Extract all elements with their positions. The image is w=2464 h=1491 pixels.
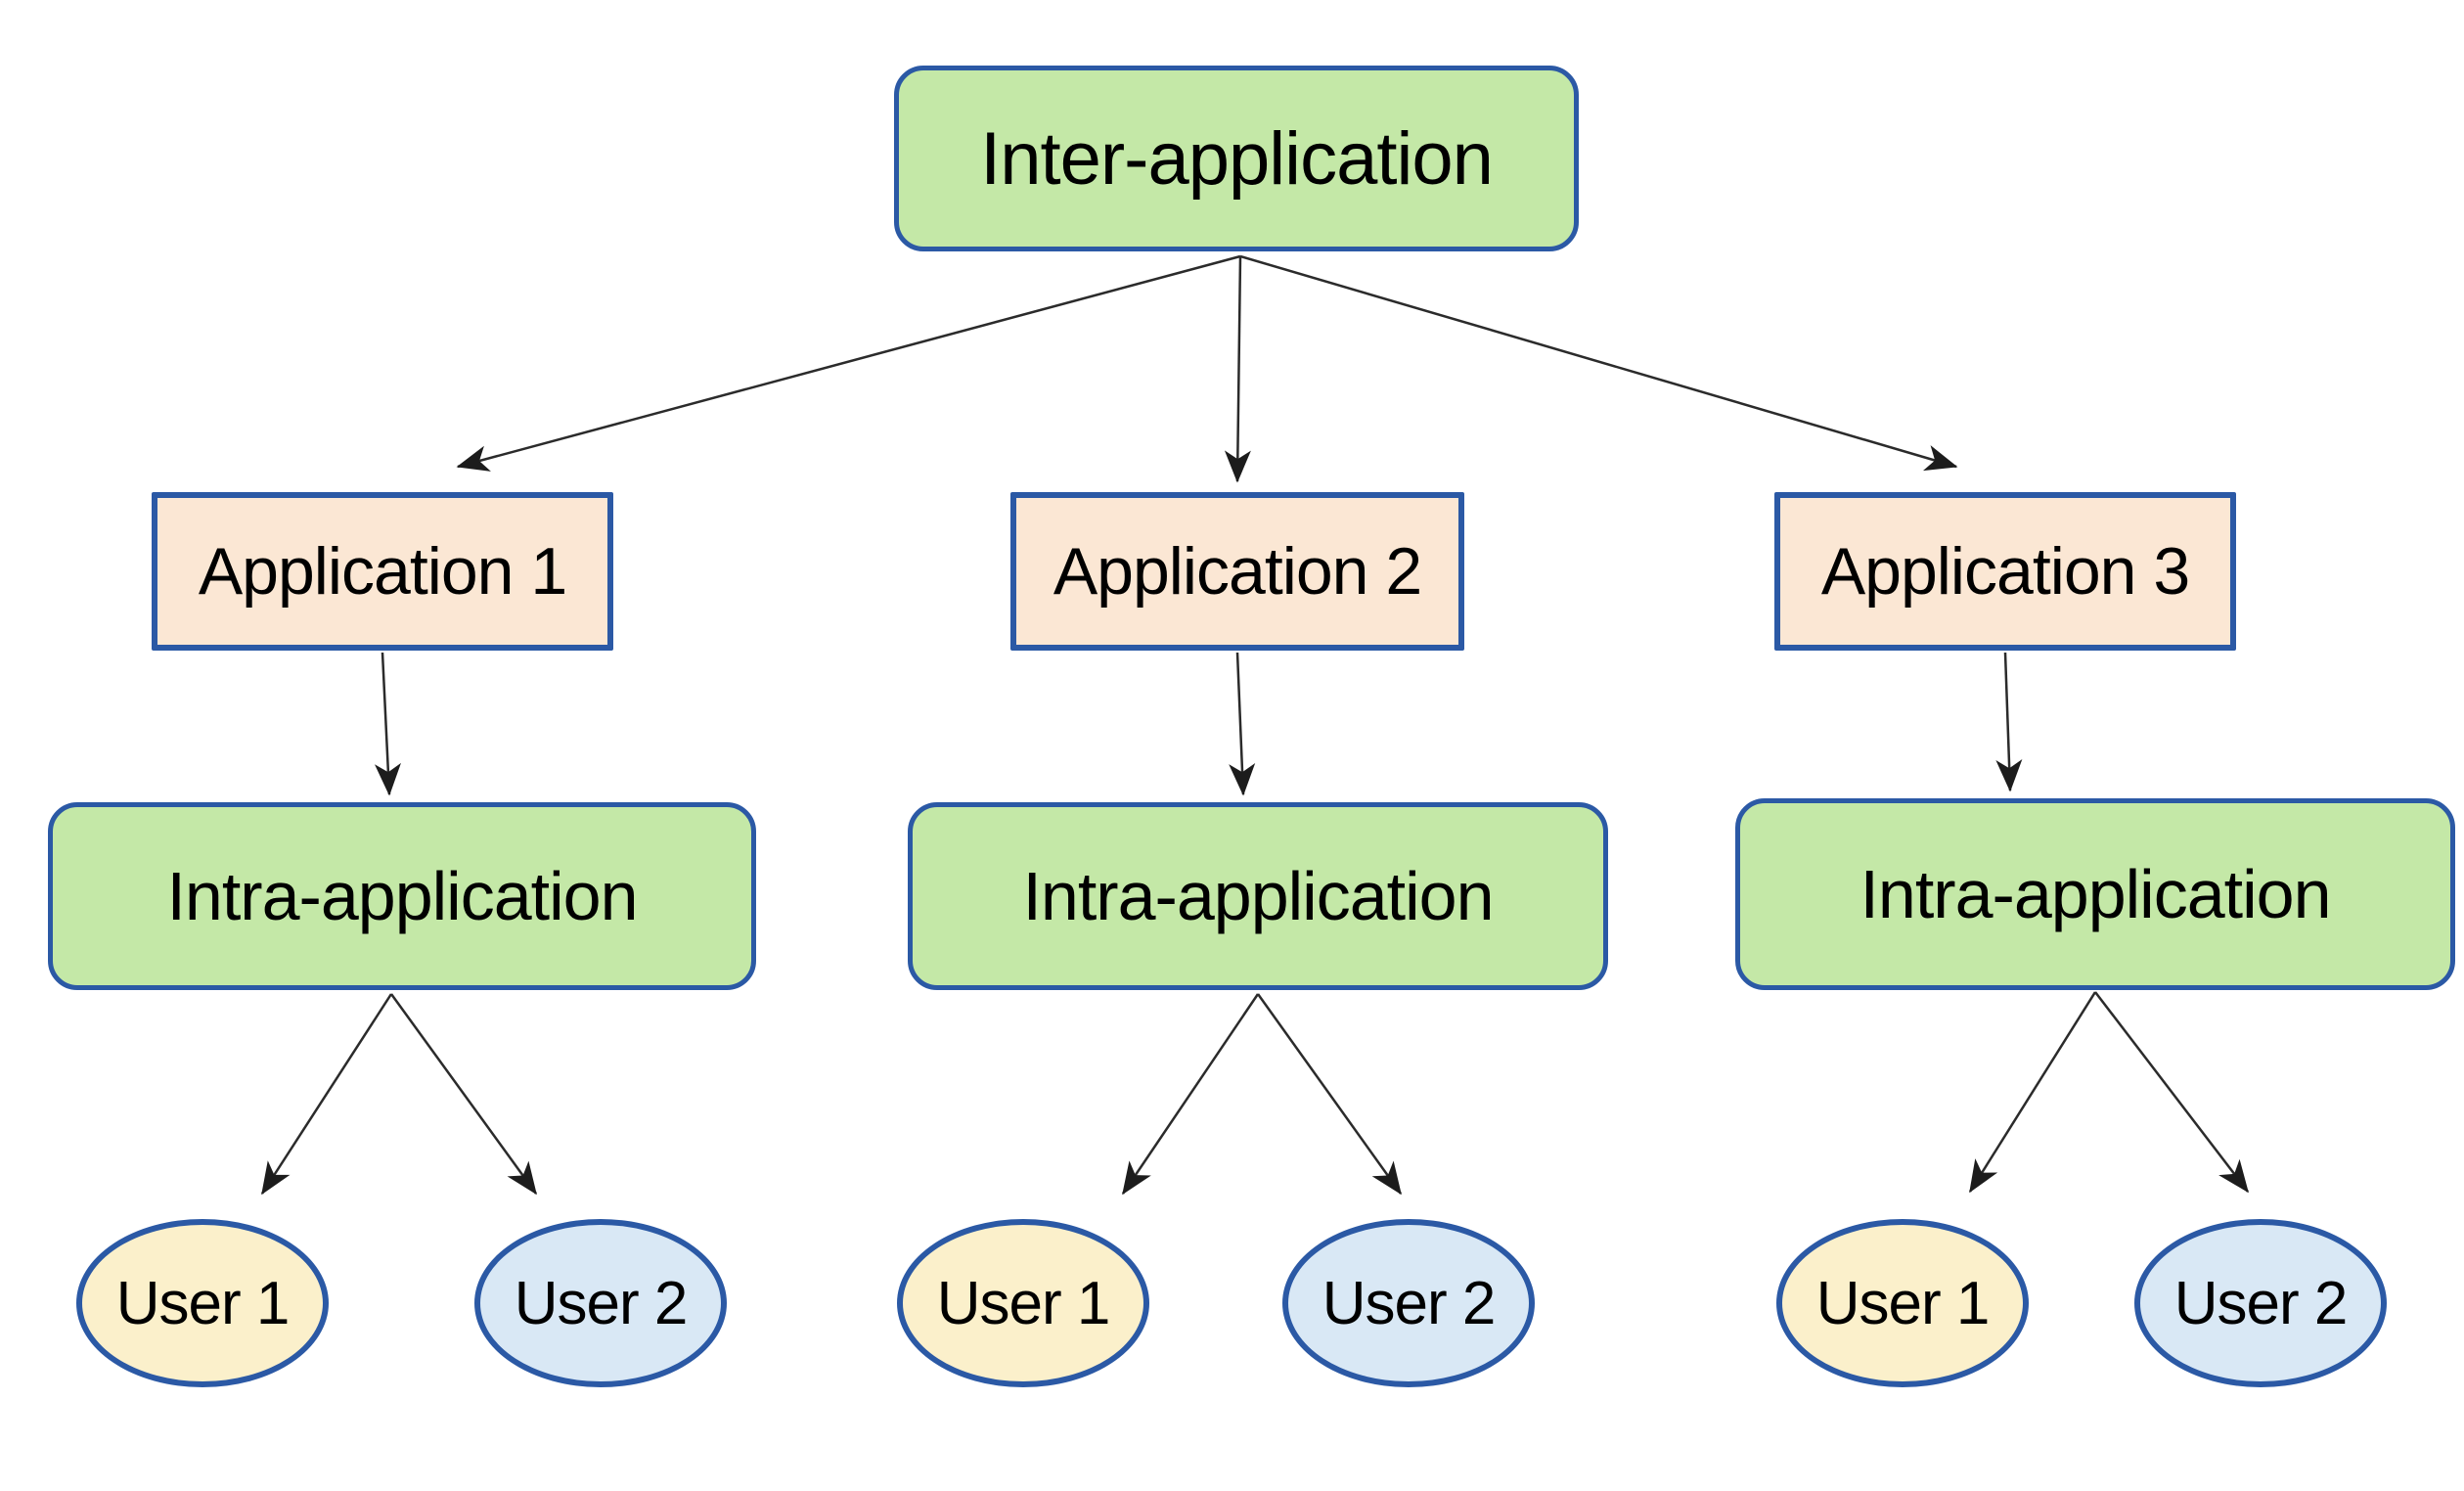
arrow-intra-3-to-user-1 xyxy=(1968,991,2097,1194)
node-user-2-col-2: User 2 xyxy=(1282,1219,1535,1387)
node-intra-application-2: Intra-application xyxy=(908,802,1608,990)
arrow-inter-to-app-1 xyxy=(456,254,1241,472)
node-inter-application: Inter-application xyxy=(894,66,1579,251)
node-application-3: Application 3 xyxy=(1774,492,2236,651)
node-user-2-col-1: User 2 xyxy=(474,1219,727,1387)
node-intra-application-3: Intra-application xyxy=(1735,798,2455,990)
arrow-app-2-to-intra-2 xyxy=(1229,652,1256,796)
arrow-app-1-to-intra-1 xyxy=(374,652,401,796)
node-intra-application-1: Intra-application xyxy=(48,802,756,990)
node-user-1-col-2: User 1 xyxy=(897,1219,1149,1387)
arrow-intra-2-to-user-2 xyxy=(1256,993,1403,1196)
node-user-2-col-3: User 2 xyxy=(2134,1219,2387,1387)
node-application-1: Application 1 xyxy=(152,492,613,651)
arrow-intra-3-to-user-2 xyxy=(2094,991,2249,1194)
arrow-intra-2-to-user-1 xyxy=(1121,993,1260,1196)
arrow-inter-to-app-3 xyxy=(1239,254,1958,472)
node-user-1-col-3: User 1 xyxy=(1776,1219,2029,1387)
arrow-intra-1-to-user-1 xyxy=(260,993,393,1196)
node-application-2: Application 2 xyxy=(1010,492,1464,651)
arrow-inter-to-app-2 xyxy=(1224,255,1251,483)
arrow-app-3-to-intra-3 xyxy=(1995,652,2023,792)
arrow-intra-1-to-user-2 xyxy=(389,993,538,1196)
node-user-1-col-1: User 1 xyxy=(76,1219,329,1387)
